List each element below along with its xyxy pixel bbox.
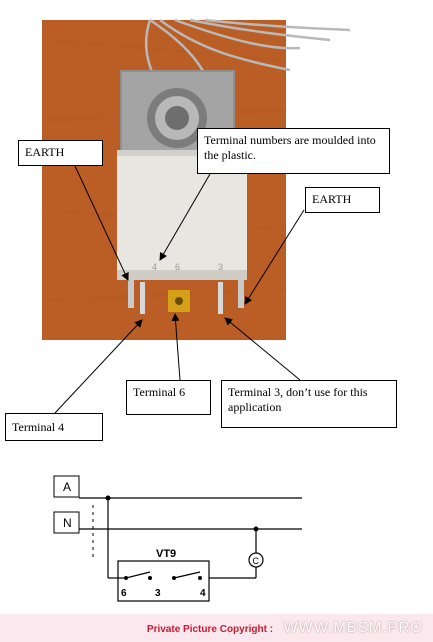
compressor-label: C	[253, 556, 260, 566]
copyright-text: Private Picture Copyright :	[146, 624, 274, 635]
terminal-4-label: Terminal 4	[5, 413, 103, 441]
moulded-number-6: 6	[175, 262, 180, 272]
pin-6-label: 6	[121, 588, 127, 599]
line-a-box	[53, 475, 80, 498]
spade-terminal-4	[140, 282, 145, 314]
spade-terminal-3	[218, 282, 223, 314]
site-watermark: WWW.MBSM.PRO	[283, 619, 423, 636]
pin-3-label: 3	[155, 588, 161, 599]
spade-terminal-earth-left	[128, 280, 134, 308]
spade-terminal-earth-right	[238, 280, 244, 308]
line-n-label: N	[63, 516, 72, 530]
wiring-schematic: A N VT9 6 3 4 C	[53, 475, 302, 602]
switch-contact-1	[125, 571, 151, 579]
copyright-footer: Private Picture Copyright : WWW.MBSM.PRO	[0, 614, 433, 642]
thermostat-photo: 4 6 3	[42, 18, 351, 340]
terminal-numbers-label: Terminal numbers are moulded into the pl…	[197, 128, 390, 174]
line-a-label: A	[63, 480, 71, 494]
moulded-number-4: 4	[152, 262, 157, 272]
switch-contact-2	[173, 571, 201, 579]
terminal-3-label: Terminal 3, don’t use for this applicati…	[221, 380, 397, 428]
line-n-box	[53, 511, 80, 534]
moulded-number-3: 3	[218, 262, 223, 272]
terminal-6-label: Terminal 6	[126, 380, 211, 415]
pin-4-label: 4	[200, 588, 206, 599]
device-label: VT9	[156, 548, 176, 560]
junction-n	[253, 526, 259, 532]
earth-right-label: EARTH	[305, 187, 380, 213]
device-box	[117, 560, 210, 602]
earth-left-label: EARTH	[18, 140, 103, 166]
